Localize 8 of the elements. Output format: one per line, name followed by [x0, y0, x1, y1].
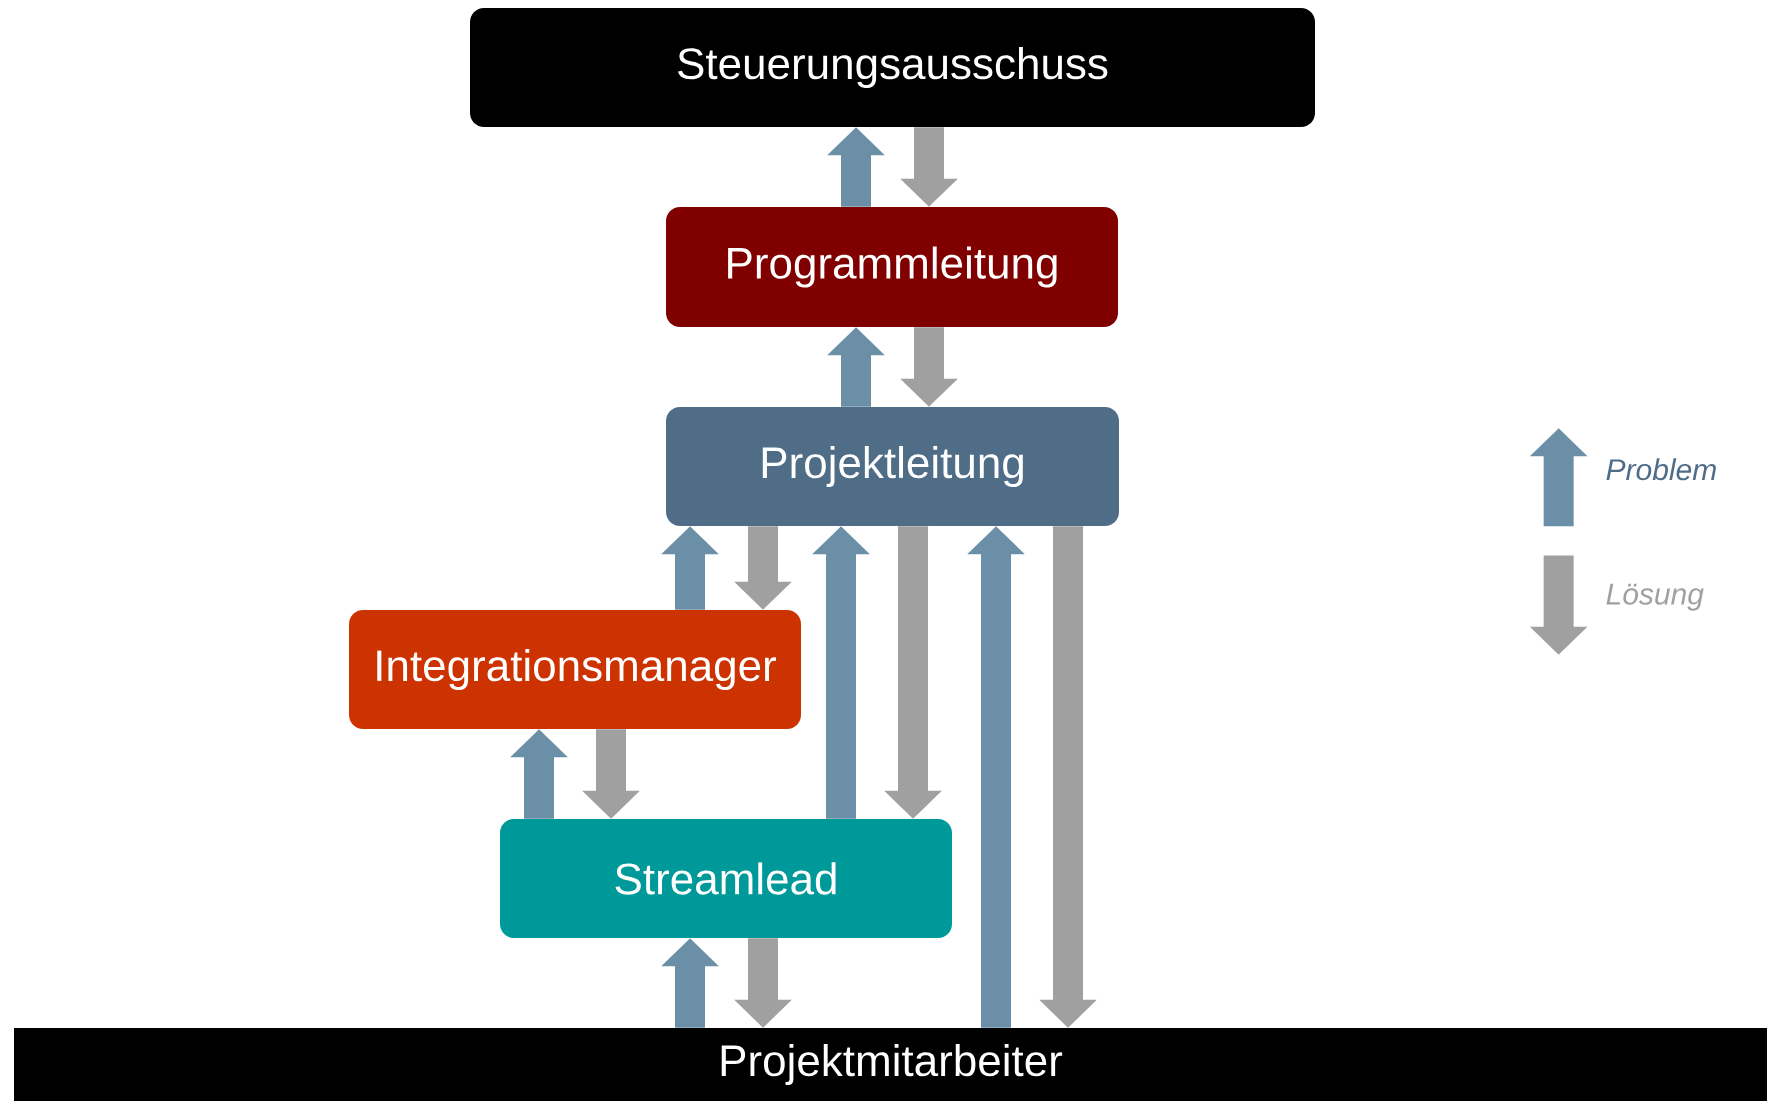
process-box: Programmleitung [666, 207, 1118, 327]
legend-label: Problem [1606, 458, 1716, 481]
process-box: Projektmitarbeiter [14, 1028, 1767, 1101]
process-box: Streamlead [500, 819, 952, 938]
process-box: Projektleitung [666, 407, 1119, 526]
process-box: Steuerungsausschuss [470, 8, 1315, 127]
legend-label: Lösung [1606, 583, 1704, 611]
process-box: Integrationsmanager [349, 610, 801, 729]
